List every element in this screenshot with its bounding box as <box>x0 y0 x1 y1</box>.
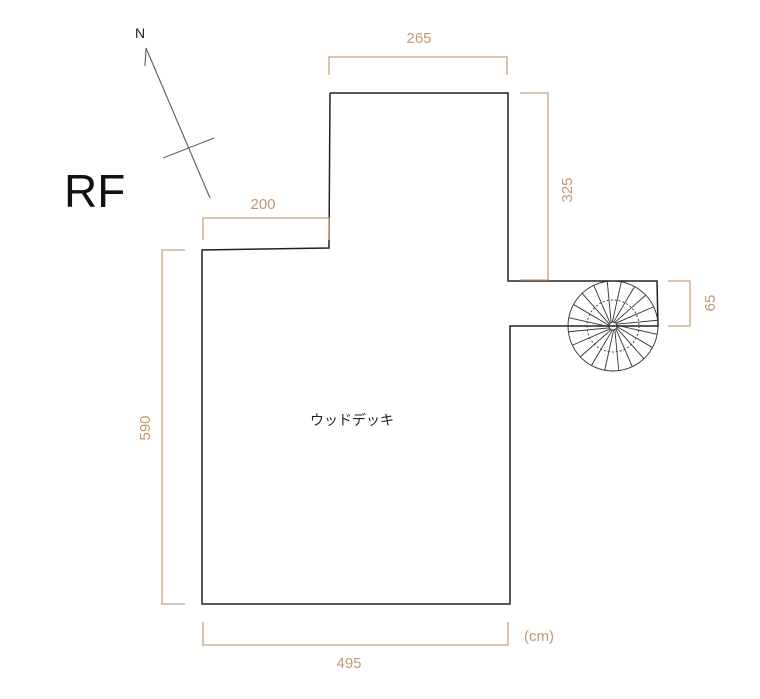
stair-tread <box>604 329 615 371</box>
room-label: ウッドデッキ <box>310 412 394 429</box>
north-arrow-icon <box>144 47 215 199</box>
stair-tread <box>572 328 611 346</box>
stair-tread <box>579 329 612 358</box>
stair-tread <box>615 328 633 367</box>
stair-tread <box>616 326 653 348</box>
floor-label: RF <box>64 165 125 217</box>
stair-tread <box>613 286 635 323</box>
spiral-staircase <box>567 280 659 372</box>
dim-left-upper-width: 200 <box>250 196 275 213</box>
stair-tread <box>614 294 647 323</box>
stair-tread <box>591 329 613 366</box>
stair-tread <box>616 327 645 360</box>
dim-line-stair <box>668 280 691 327</box>
stair-tread <box>614 329 620 371</box>
stair-tread <box>568 327 610 333</box>
dim-top-width: 265 <box>406 30 431 47</box>
stair-tread <box>573 304 610 326</box>
stair-outer-circle <box>567 280 659 372</box>
dim-line-left-upper <box>202 217 330 240</box>
dim-bottom-width: 495 <box>336 655 361 672</box>
stair-tread <box>606 281 612 323</box>
dim-right-height: 325 <box>559 177 576 202</box>
stair-tread <box>615 306 654 324</box>
dim-left-height: 590 <box>137 415 154 440</box>
stair-walkline <box>586 299 640 353</box>
unit-label: (cm) <box>524 628 554 645</box>
dim-line-right <box>520 92 549 281</box>
stair-tread <box>611 281 622 323</box>
dim-stair-opening: 65 <box>702 295 719 312</box>
north-label: N <box>135 25 145 41</box>
stair-tread <box>616 324 658 335</box>
dim-line-bottom <box>202 622 509 646</box>
dim-line-top <box>328 56 508 75</box>
stair-tread <box>568 317 610 328</box>
stair-tread <box>593 285 611 324</box>
stair-center-pole <box>608 321 618 331</box>
stair-tread <box>616 319 658 325</box>
dim-line-left <box>161 249 185 605</box>
stair-tread <box>581 292 610 325</box>
deck-outline <box>201 92 659 605</box>
